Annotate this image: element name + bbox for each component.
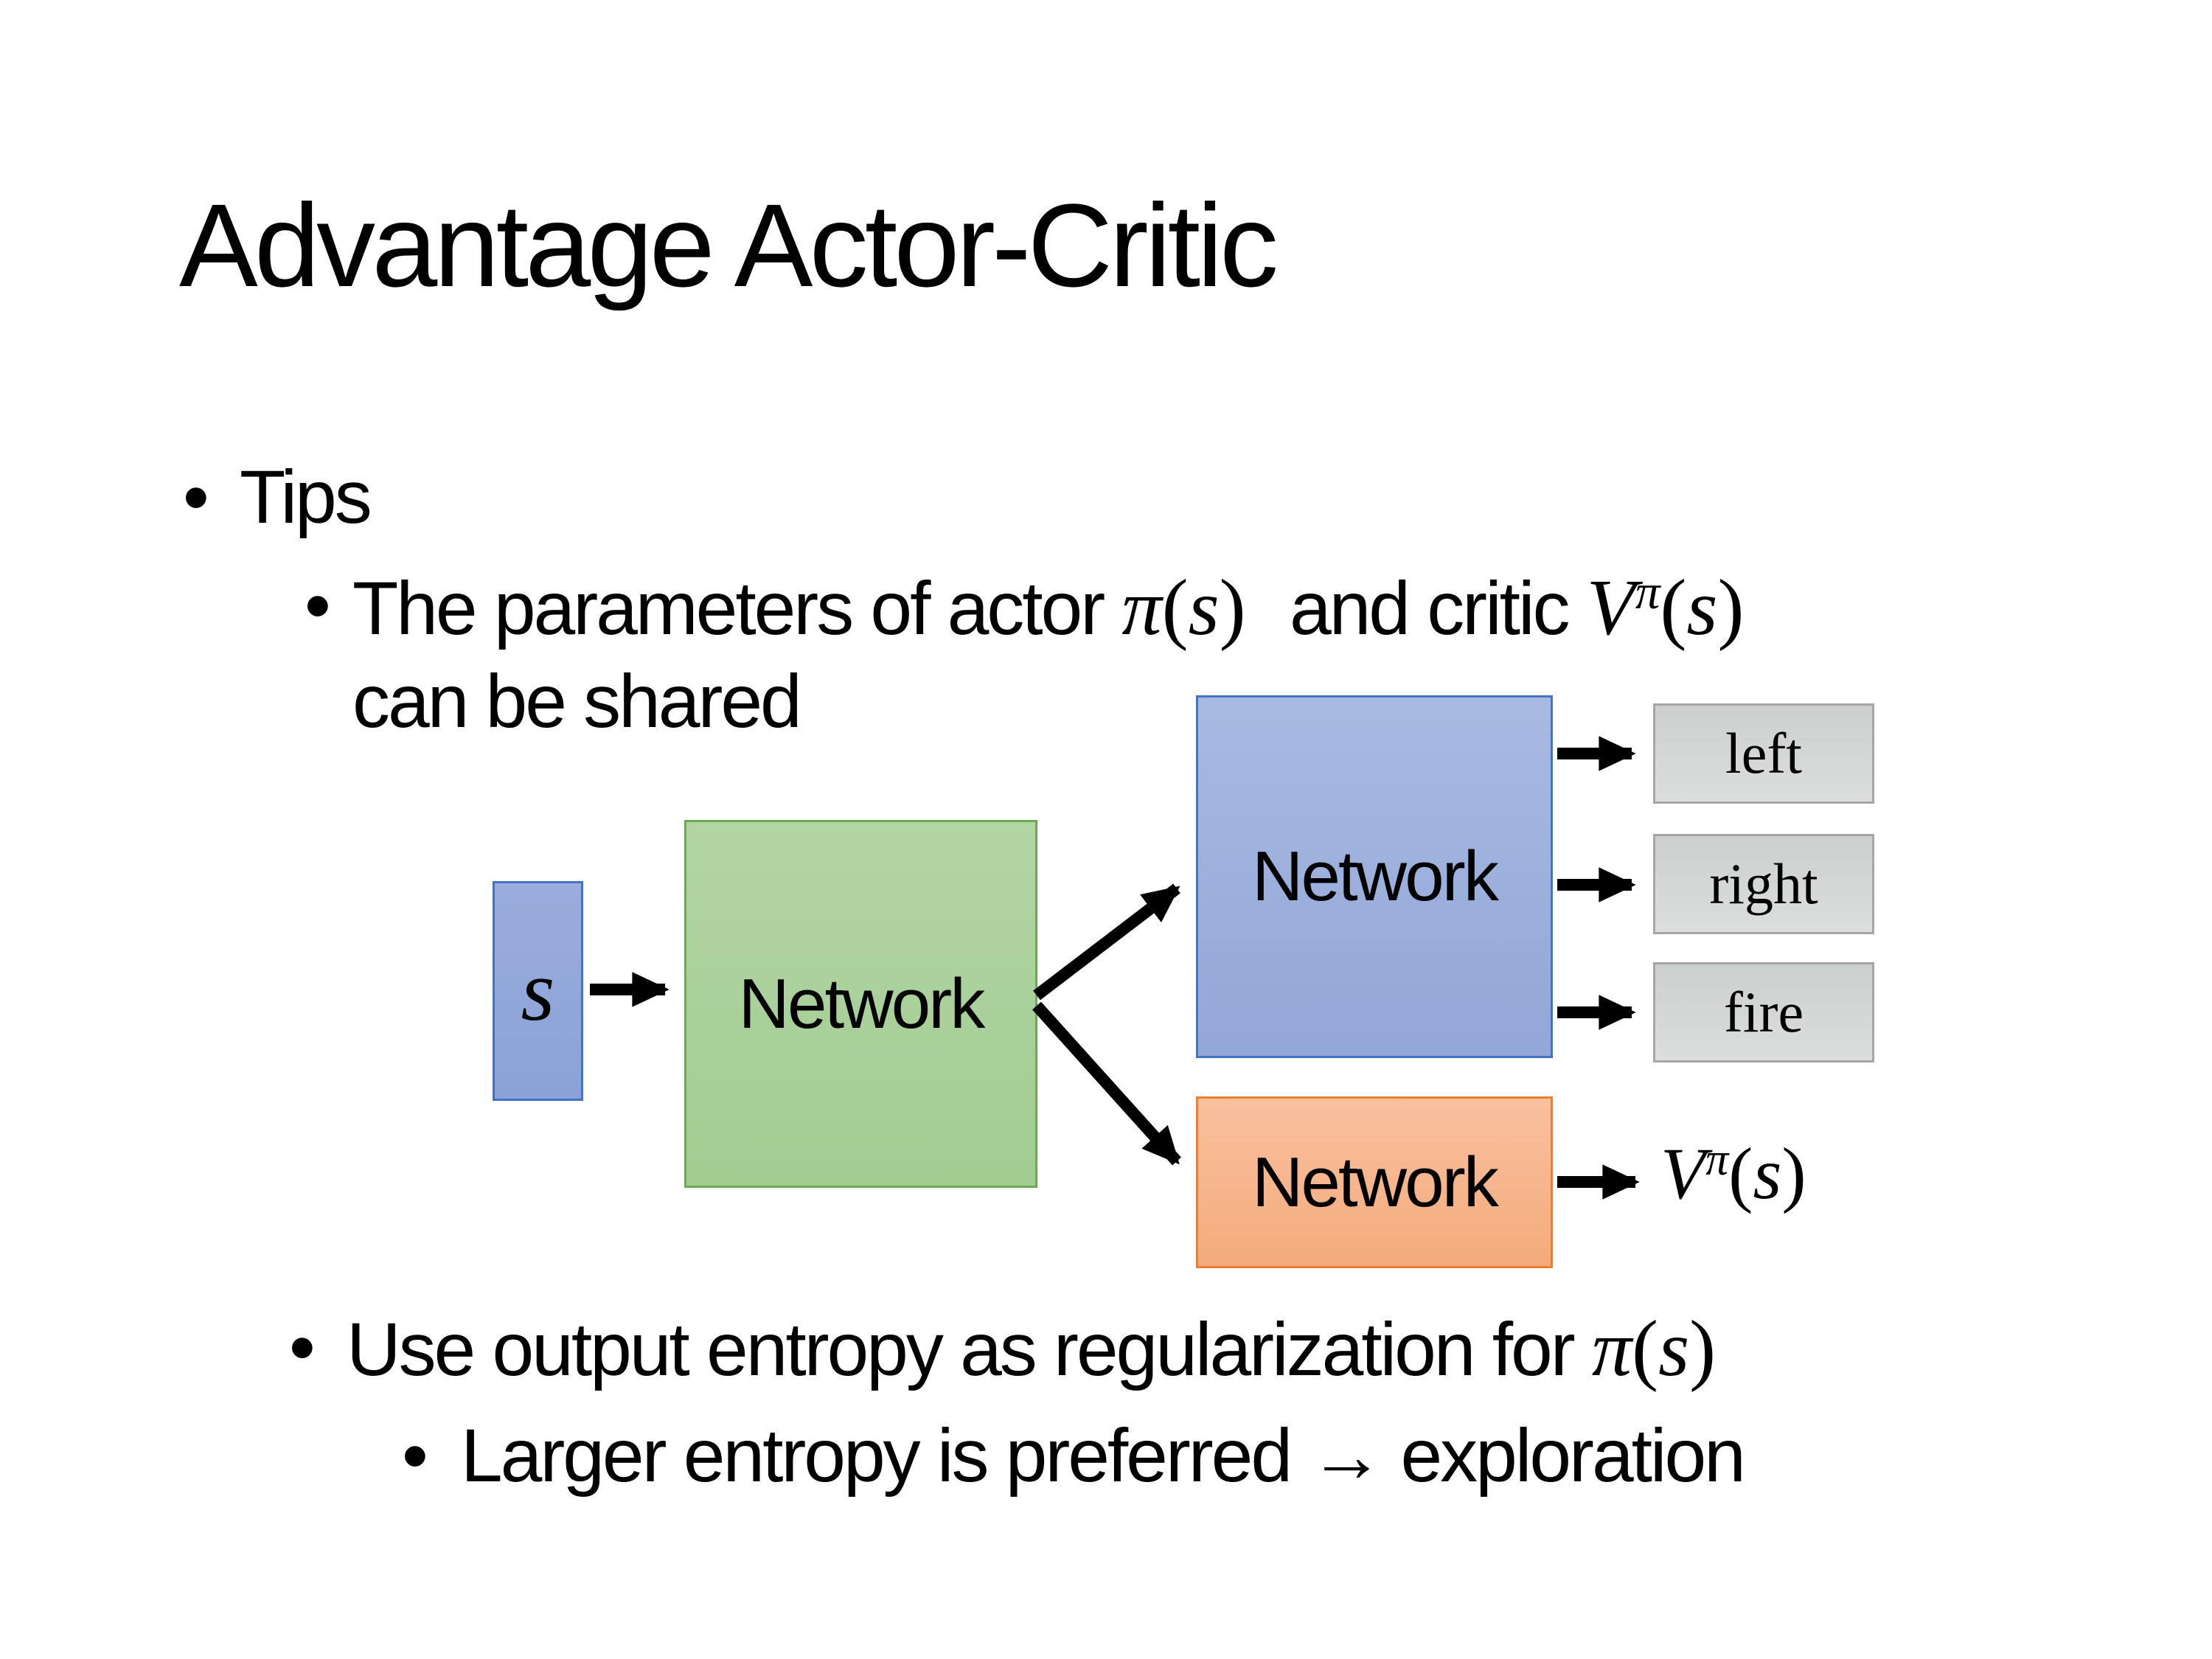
shared-prefix-text: The parameters of actor [352, 566, 1122, 650]
shared-network-box: Network [684, 820, 1037, 1188]
entropy-prefix-text: Use output entropy as regularization for [347, 1307, 1592, 1391]
action-box-right: right [1653, 834, 1874, 934]
tips-label: Tips [240, 455, 372, 539]
page-title: Advantage Actor-Critic [179, 179, 1279, 311]
exploration-line: Larger entropy is preferred → exploratio… [461, 1413, 1746, 1498]
bullet-marker: • [183, 455, 209, 539]
action-fire-label: fire [1723, 980, 1804, 1044]
action-box-fire: fire [1653, 962, 1874, 1062]
critic-output-value: Vπ(s) [1660, 1137, 1806, 1211]
action-box-left: left [1653, 703, 1874, 804]
shared-mid-text: and critic [1270, 566, 1587, 650]
entropy-regularization-line: Use output entropy as regularization for… [347, 1307, 1716, 1391]
shared-parameters-line2: can be shared [352, 659, 802, 743]
action-right-label: right [1709, 852, 1818, 916]
critic-value-math: Vπ(s) [1586, 563, 1745, 652]
state-input-box: s [493, 881, 583, 1101]
arrow-shared-to-critic [1032, 1001, 1181, 1166]
actor-policy-math: π(s) [1121, 563, 1246, 652]
shared-parameters-line: The parameters of actor π(s) and critic … [352, 566, 1745, 650]
bullet-marker: • [305, 563, 331, 647]
actor-network-box: Network [1196, 695, 1553, 1058]
policy-math: π(s) [1591, 1305, 1717, 1393]
bullet-marker: • [289, 1305, 316, 1389]
critic-output-math: Vπ(s) [1660, 1133, 1806, 1215]
critic-network-box: Network [1196, 1096, 1553, 1268]
action-left-label: left [1725, 721, 1802, 785]
bullet-marker: • [402, 1413, 428, 1498]
critic-network-label: Network [1252, 1142, 1499, 1222]
arrow-shared-to-actor [1033, 883, 1180, 1001]
state-label: s [521, 942, 555, 1039]
shared-network-label: Network [738, 964, 986, 1043]
actor-network-label: Network [1252, 837, 1499, 916]
